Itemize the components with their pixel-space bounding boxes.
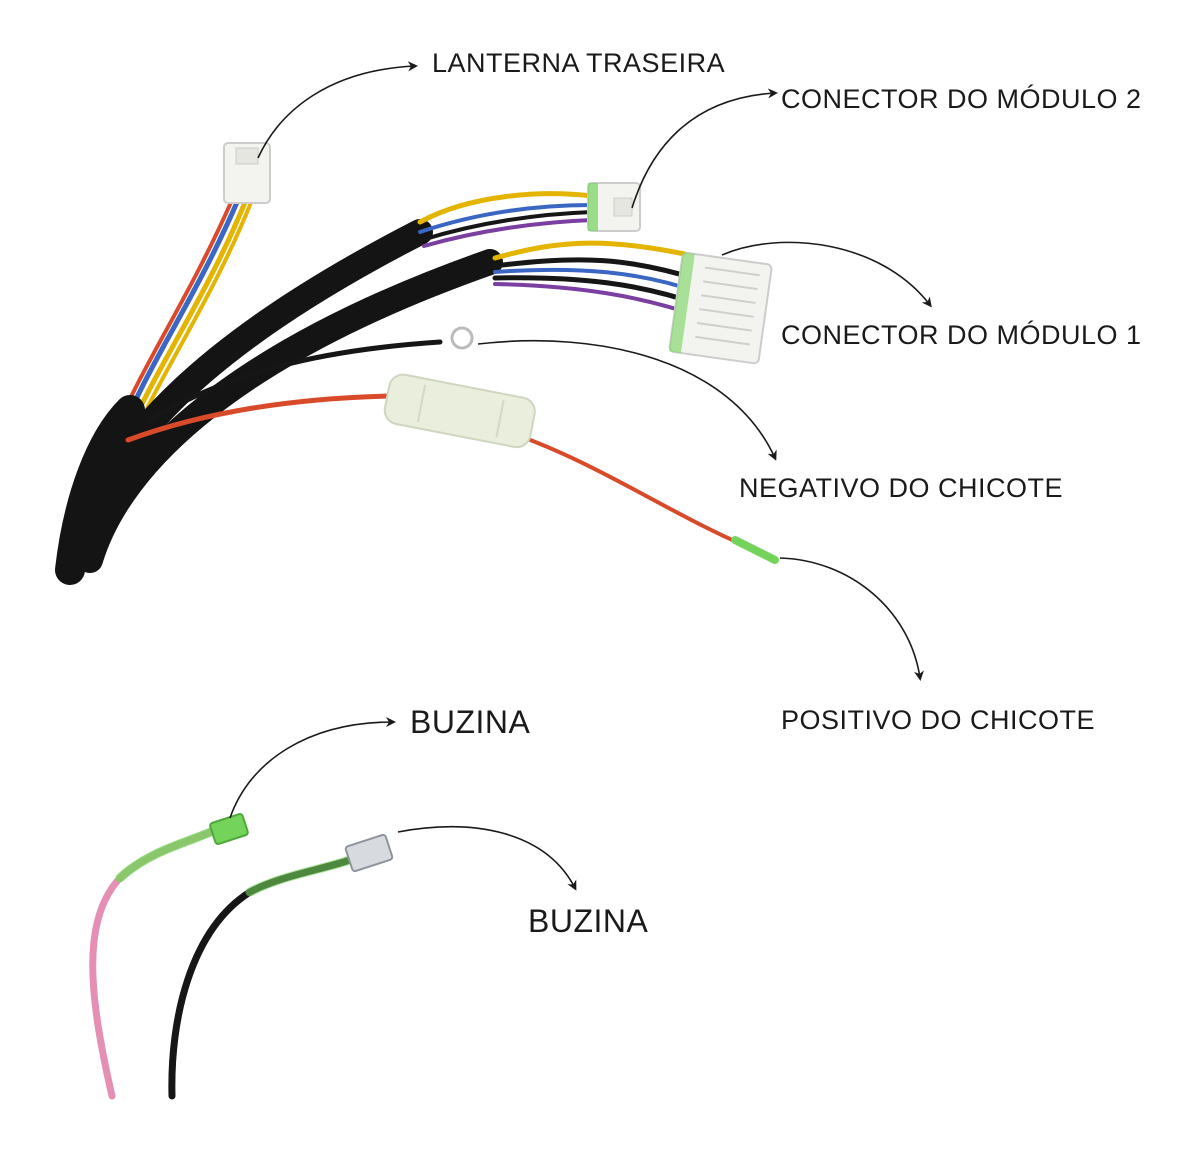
label-buzina-2: BUZINA [528,903,649,939]
arrow-negativo [477,339,777,461]
horn-terminal-1 [209,813,249,845]
horn-terminal-2 [344,833,394,873]
positive-terminal [731,536,779,564]
label-lanterna-traseira: LANTERNA TRASEIRA [432,48,726,78]
label-negativo-chicote: NEGATIVO DO CHICOTE [739,473,1064,503]
arrow-positivo [779,557,924,681]
arrow-mod2 [631,88,778,209]
main-harness [55,142,779,585]
horn-wires [89,813,394,1100]
negative-wire [147,339,443,423]
horn-heatshrink-black [245,855,355,897]
label-positivo-chicote: POSITIVO DO CHICOTE [781,705,1096,735]
negative-ring-terminal [450,326,474,350]
arrow-buzina1 [229,717,396,819]
positive-wire [125,393,393,443]
callout-arrows [229,61,932,891]
label-conector-modulo-2: CONECTOR DO MÓDULO 2 [781,84,1142,114]
label-conector-modulo-1: CONECTOR DO MÓDULO 1 [781,320,1142,350]
arrow-mod1 [721,241,932,308]
horn-heatshrink-pink [115,825,220,883]
module2-wires [417,191,595,248]
module1-connector [668,251,773,365]
arrow-buzina2 [397,825,577,891]
positive-wire-tail [523,436,762,554]
label-buzina-1: BUZINA [410,704,531,740]
horn-wire-black [168,856,354,1100]
rear-light-connector [223,142,271,204]
fuse-holder [383,373,536,449]
arrow-lanterna [257,61,418,159]
